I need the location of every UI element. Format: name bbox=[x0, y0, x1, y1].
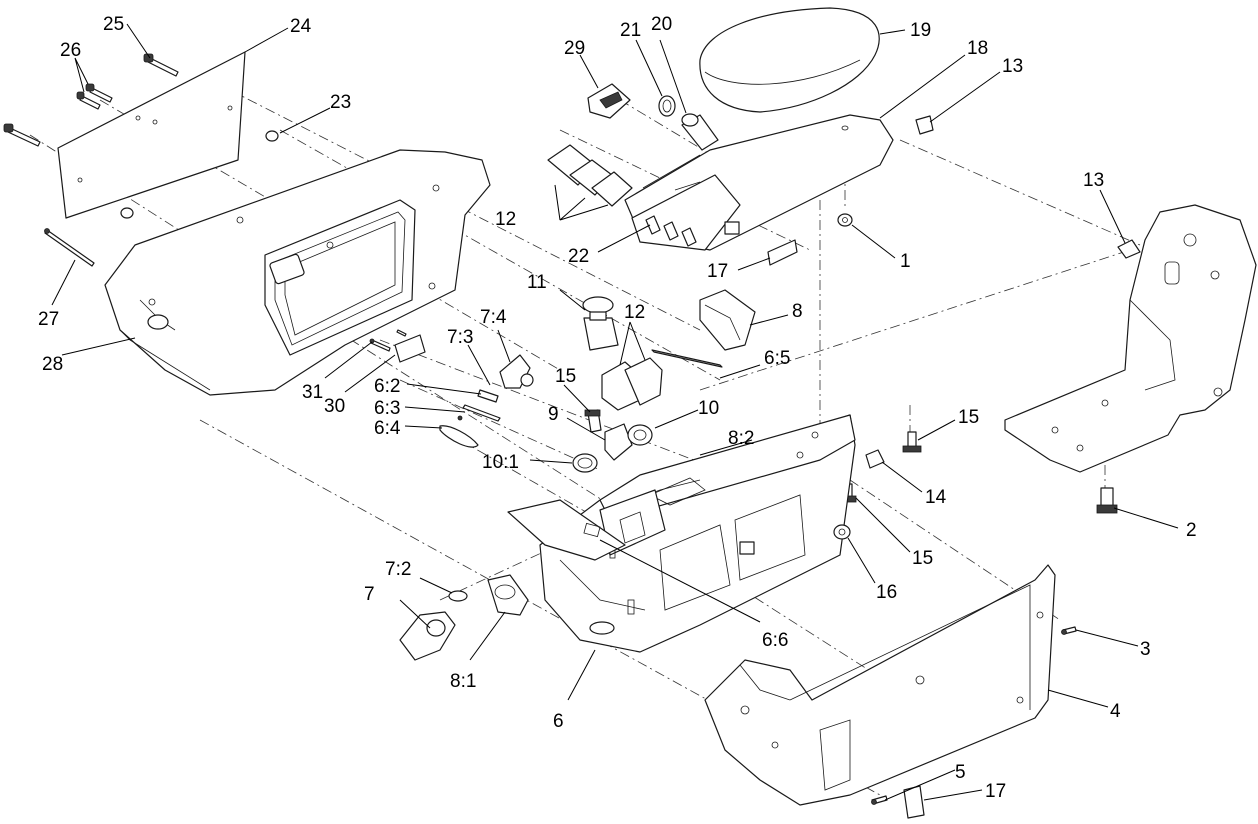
knob bbox=[658, 95, 676, 117]
callout-6-4: 6:4 bbox=[374, 418, 401, 439]
callout-7: 7 bbox=[364, 584, 375, 605]
leader-lines bbox=[51, 23, 1179, 801]
side-cover-plate bbox=[57, 51, 246, 219]
lower-right-panel bbox=[704, 564, 1056, 806]
control-knob bbox=[651, 289, 756, 368]
callout-6: 6 bbox=[553, 711, 564, 732]
callout-15-a: 15 bbox=[555, 366, 576, 387]
callout-8-1: 8:1 bbox=[450, 671, 476, 692]
callout-7-3: 7:3 bbox=[447, 327, 473, 348]
callout-13-upper: 13 bbox=[1002, 56, 1023, 77]
lens-parts bbox=[439, 389, 501, 448]
callout-9: 9 bbox=[548, 404, 559, 425]
washer-nut bbox=[833, 524, 851, 540]
callout-4: 4 bbox=[1110, 701, 1121, 722]
callout-16: 16 bbox=[876, 582, 897, 603]
switch-panel bbox=[631, 174, 741, 251]
rubber-bumper bbox=[865, 449, 885, 469]
callout-6-5: 6:5 bbox=[764, 348, 790, 369]
callout-7-4: 7:4 bbox=[480, 307, 507, 328]
callout-8-2: 8:2 bbox=[728, 428, 754, 449]
hex-bolt-right bbox=[1096, 487, 1118, 514]
callout-11: 11 bbox=[527, 272, 547, 293]
callout-12-lower: 12 bbox=[624, 302, 645, 323]
indicator-socket bbox=[499, 354, 534, 389]
callout-8: 8 bbox=[792, 301, 803, 322]
push-button bbox=[582, 296, 619, 351]
callout-18: 18 bbox=[967, 38, 988, 59]
callout-6-6: 6:6 bbox=[762, 630, 788, 651]
callout-14: 14 bbox=[925, 487, 947, 508]
callout-15-b: 15 bbox=[958, 407, 979, 428]
callout-15-c: 15 bbox=[912, 548, 933, 569]
callout-27: 27 bbox=[38, 309, 59, 330]
callout-19: 19 bbox=[910, 20, 931, 41]
callout-6-2: 6:2 bbox=[374, 376, 400, 397]
nut bbox=[837, 213, 853, 227]
key-switch bbox=[627, 424, 653, 446]
callout-6-3: 6:3 bbox=[374, 398, 400, 419]
beacon-lamp bbox=[399, 611, 456, 661]
callout-3: 3 bbox=[1140, 639, 1151, 660]
callout-17-lower: 17 bbox=[985, 781, 1006, 802]
callout-10: 10 bbox=[698, 398, 719, 419]
armrest-pad bbox=[699, 7, 880, 113]
callout-21: 21 bbox=[620, 20, 641, 41]
right-bracket bbox=[1004, 204, 1257, 473]
left-console-panel bbox=[104, 149, 491, 396]
callout-7-2: 7:2 bbox=[385, 559, 411, 580]
rocker-switches-lower bbox=[601, 357, 663, 411]
rocker-switches-upper bbox=[547, 144, 633, 207]
toggle-switch bbox=[587, 83, 631, 119]
callout-10-1: 10:1 bbox=[482, 452, 519, 473]
bezel-ring bbox=[487, 574, 529, 616]
o-ring bbox=[448, 590, 468, 602]
callout-29: 29 bbox=[564, 38, 585, 59]
callout-17-upper: 17 bbox=[707, 261, 728, 282]
power-socket bbox=[681, 113, 719, 151]
callout-30: 30 bbox=[324, 396, 345, 417]
lock-ring bbox=[572, 453, 598, 473]
trim-pad-upper bbox=[767, 239, 798, 266]
callout-23: 23 bbox=[330, 92, 351, 113]
callout-24: 24 bbox=[290, 16, 312, 37]
callout-25: 25 bbox=[103, 14, 124, 35]
clip-upper bbox=[915, 115, 934, 135]
callout-1: 1 bbox=[900, 251, 911, 272]
cover-screws bbox=[3, 53, 279, 219]
long-bolt bbox=[44, 228, 95, 267]
lower-screws bbox=[871, 626, 1077, 805]
callout-labels: 25 24 26 23 27 28 31 30 7:3 7:4 6:2 6:3 … bbox=[38, 14, 1197, 802]
callout-12-upper: 12 bbox=[495, 209, 516, 230]
inner-plate bbox=[507, 499, 626, 561]
callout-31: 31 bbox=[302, 382, 323, 403]
callout-5: 5 bbox=[955, 762, 966, 783]
callout-13-right: 13 bbox=[1083, 170, 1104, 191]
callout-2: 2 bbox=[1186, 520, 1197, 541]
small-switch bbox=[369, 329, 426, 363]
callout-28: 28 bbox=[42, 354, 63, 375]
callout-26: 26 bbox=[60, 40, 81, 61]
callout-20: 20 bbox=[651, 14, 672, 35]
bracket-clip bbox=[604, 423, 633, 461]
callout-22: 22 bbox=[568, 246, 589, 267]
